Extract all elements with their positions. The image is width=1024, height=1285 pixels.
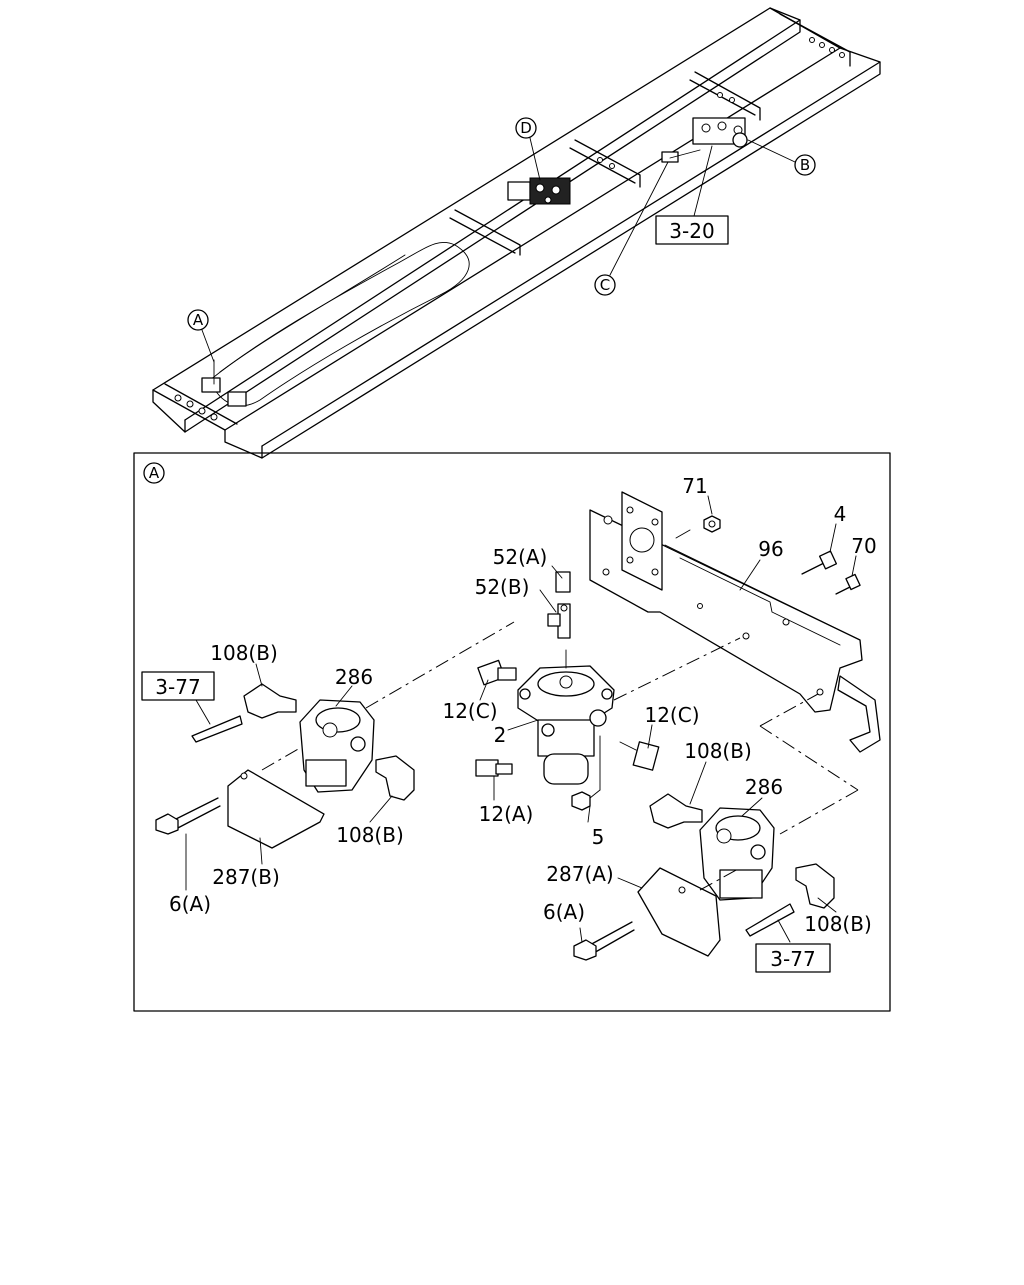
label-287b: 287(B) bbox=[212, 865, 280, 889]
bolt-70 bbox=[835, 573, 861, 595]
nut-71 bbox=[703, 515, 721, 533]
bolt-4 bbox=[801, 550, 838, 575]
detail-view-frame bbox=[133, 452, 891, 1012]
pipe-left bbox=[191, 715, 243, 743]
svg-text:3-77: 3-77 bbox=[770, 947, 815, 971]
bolt-6a-left bbox=[155, 797, 221, 835]
label-286-right: 286 bbox=[745, 775, 783, 799]
pipe-right bbox=[745, 903, 795, 937]
overview-callout-c: C bbox=[594, 161, 669, 296]
fitting-52 bbox=[547, 571, 571, 639]
svg-text:A: A bbox=[193, 311, 204, 329]
cover-287b bbox=[227, 769, 325, 849]
svg-text:B: B bbox=[800, 156, 810, 174]
fitting-12c-right bbox=[619, 741, 660, 771]
ref-box-3-20: 3-20 bbox=[655, 145, 729, 245]
cover-287a bbox=[637, 867, 721, 957]
relay-valve-2 bbox=[517, 649, 615, 785]
label-6a-left: 6(A) bbox=[169, 892, 211, 916]
label-108b-top-left: 108(B) bbox=[210, 641, 278, 665]
chassis-frame bbox=[152, 7, 881, 459]
alignment-lines bbox=[261, 621, 859, 891]
label-2: 2 bbox=[494, 723, 507, 747]
valve-286-left bbox=[299, 699, 375, 793]
label-286-left: 286 bbox=[335, 665, 373, 689]
overview-callout-b: B bbox=[747, 139, 816, 176]
label-108b-bottom-right: 108(B) bbox=[804, 912, 872, 936]
leader-lines bbox=[185, 495, 857, 943]
overview-callout-a: A bbox=[187, 309, 215, 363]
label-96: 96 bbox=[758, 537, 783, 561]
fitting-12a bbox=[475, 759, 513, 777]
label-5: 5 bbox=[592, 825, 605, 849]
detail-view-label: A bbox=[143, 462, 165, 484]
label-287a: 287(A) bbox=[546, 862, 613, 886]
svg-text:3-20: 3-20 bbox=[669, 219, 714, 243]
label-108b-bottom-left: 108(B) bbox=[336, 823, 404, 847]
valve-286-right bbox=[699, 807, 775, 901]
elbow-108b-bottom-left bbox=[375, 755, 415, 801]
label-52a: 52(A) bbox=[493, 545, 548, 569]
label-52b: 52(B) bbox=[475, 575, 530, 599]
elbow-108b-top-left bbox=[243, 683, 297, 719]
svg-text:C: C bbox=[600, 276, 610, 294]
svg-text:A: A bbox=[149, 464, 160, 482]
label-70: 70 bbox=[851, 534, 876, 558]
label-108b-right: 108(B) bbox=[684, 739, 752, 763]
label-4: 4 bbox=[834, 502, 847, 526]
label-12a: 12(A) bbox=[479, 802, 534, 826]
fitting-12c-left bbox=[477, 659, 517, 686]
ref-box-3-77-right: 3-77 bbox=[755, 943, 831, 973]
ref-box-3-77-left: 3-77 bbox=[141, 671, 215, 725]
label-6a-right: 6(A) bbox=[543, 900, 585, 924]
svg-text:D: D bbox=[520, 119, 532, 137]
overview-callout-d: D bbox=[515, 117, 541, 181]
elbow-108b-right-lower bbox=[795, 863, 835, 909]
gasket-plate bbox=[621, 491, 663, 591]
nut-5 bbox=[571, 791, 591, 811]
elbow-108b-right-upper bbox=[649, 793, 703, 829]
label-71: 71 bbox=[682, 474, 707, 498]
bolt-6a-right bbox=[573, 921, 635, 961]
label-12c-left: 12(C) bbox=[442, 699, 497, 723]
label-12c-right: 12(C) bbox=[644, 703, 699, 727]
svg-text:3-77: 3-77 bbox=[155, 675, 200, 699]
